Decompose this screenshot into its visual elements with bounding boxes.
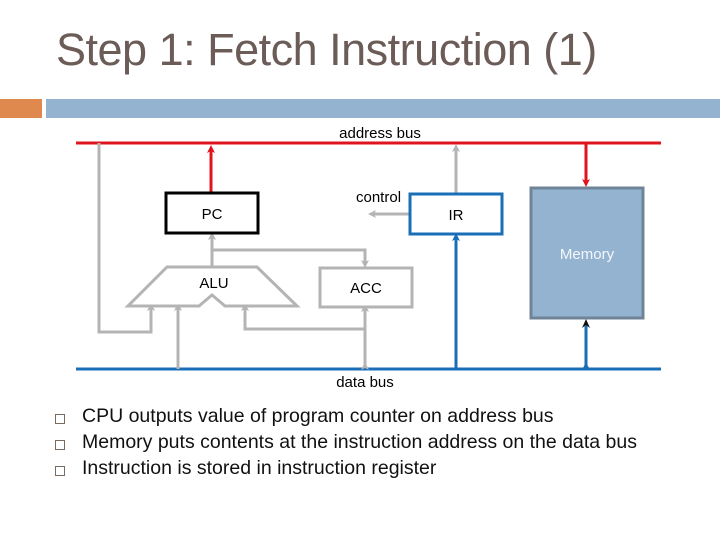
bullet-text: Instruction is stored in instruction reg… <box>82 457 437 479</box>
acc-label: ACC <box>350 280 382 297</box>
square-bullet-icon <box>55 466 65 476</box>
memory-label: Memory <box>560 246 615 263</box>
bullet-text: Memory puts contents at the instruction … <box>82 431 637 453</box>
slide-title: Step 1: Fetch Instruction (1) <box>56 24 597 75</box>
memory-box <box>529 186 645 320</box>
title-accent-orange-bar <box>0 99 42 118</box>
bullet-text: CPU outputs value of program counter on … <box>82 405 554 427</box>
data-bus-label: data bus <box>336 374 394 391</box>
ir-label: IR <box>449 207 464 224</box>
address-bus-label: address bus <box>339 125 421 142</box>
bullet-item: Memory puts contents at the instruction … <box>52 431 702 454</box>
alu-label: ALU <box>199 275 228 292</box>
memory-output-arrowhead <box>582 319 590 328</box>
ir-register-box <box>408 192 504 236</box>
acc-to-alu-path <box>241 303 365 331</box>
address-to-alu-path <box>97 143 155 334</box>
acc-register-box <box>318 266 414 309</box>
pc-label: PC <box>202 206 223 223</box>
alu-shape <box>124 265 301 308</box>
square-bullet-icon <box>55 414 65 424</box>
alu-to-acc-path <box>212 248 369 268</box>
pc-register-box <box>164 191 260 235</box>
title-accent-blue-bar <box>46 99 720 118</box>
bullet-item: Instruction is stored in instruction reg… <box>52 457 702 480</box>
control-label: control <box>356 189 401 206</box>
square-bullet-icon <box>55 440 65 450</box>
bullet-list: CPU outputs value of program counter on … <box>52 405 702 483</box>
bullet-item: CPU outputs value of program counter on … <box>52 405 702 428</box>
